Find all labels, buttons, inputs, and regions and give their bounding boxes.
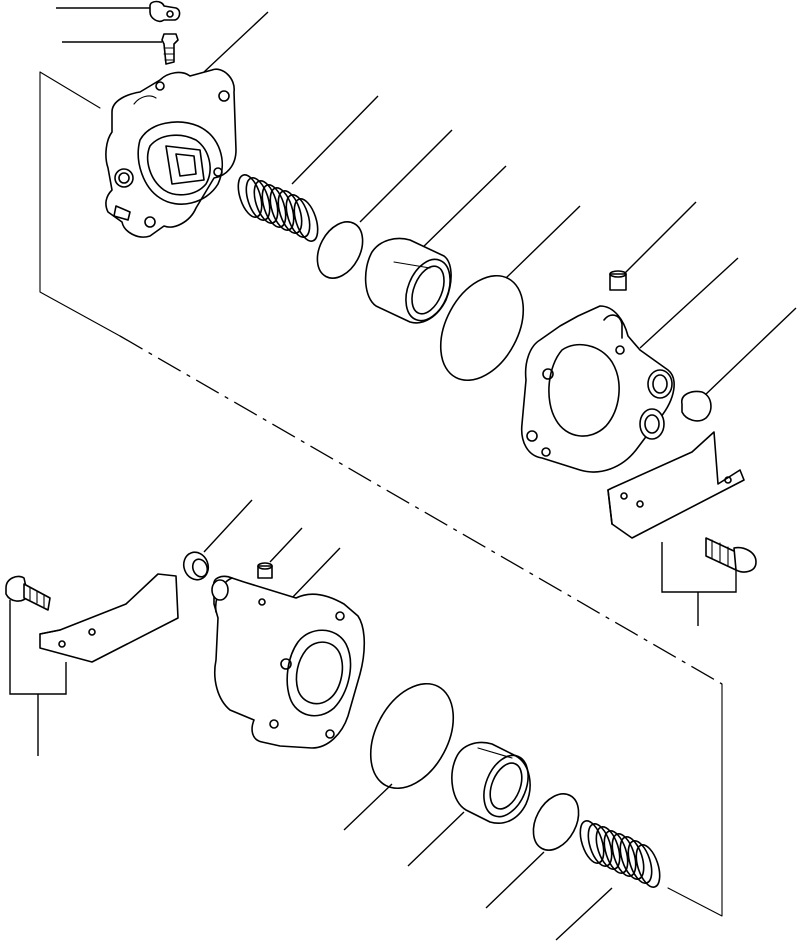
leader-upper-plug-screw	[621, 201, 697, 277]
lower-large-o-ring	[369, 682, 455, 790]
lower-seal-ring	[182, 551, 210, 581]
upper-large-o-ring	[439, 274, 525, 382]
grease-fitting	[161, 33, 179, 65]
assembly-outline	[39, 71, 723, 917]
lower-mounting-bracket	[39, 573, 179, 663]
upper-small-o-ring	[316, 221, 364, 279]
upper-cylinder-body	[520, 305, 675, 473]
upper-mounting-bracket	[607, 431, 745, 539]
leader-lines	[9, 7, 797, 941]
leader-upper-bolt-bracket	[661, 542, 737, 593]
lower-cylinder-body	[211, 575, 366, 749]
lower-small-o-ring	[532, 793, 580, 851]
leader-lower-large-o-ring	[343, 783, 393, 831]
leader-upper-spring	[291, 95, 379, 185]
leader-lower-cylinder	[289, 547, 341, 601]
lower-piston	[451, 741, 531, 824]
upper-bracket-bolt	[705, 537, 757, 573]
upper-piston	[364, 237, 452, 324]
leader-upper-large-o-ring	[505, 205, 581, 279]
lower-plug-screw	[257, 562, 273, 579]
wing-nut-cap	[149, 0, 181, 23]
leader-upper-small-o-ring	[359, 129, 453, 223]
lower-bracket-bolt	[5, 575, 51, 611]
leader-lower-plug-screw	[269, 527, 303, 563]
leader-upper-piston	[417, 165, 507, 253]
upper-end-cap	[681, 390, 712, 422]
leader-lower-piston	[407, 811, 465, 867]
leader-lower-small-o-ring	[485, 851, 545, 909]
leader-upper-end-cap	[703, 307, 797, 397]
leader-lower-spring	[555, 887, 613, 941]
leader-upper-housing	[203, 11, 269, 73]
lower-spring	[579, 820, 661, 888]
leader-lower-seal-ring	[203, 499, 253, 553]
upper-housing-flange	[105, 68, 237, 238]
leader-upper-cylinder	[639, 257, 739, 349]
upper-plug-screw	[609, 270, 627, 291]
upper-spring	[237, 174, 319, 242]
